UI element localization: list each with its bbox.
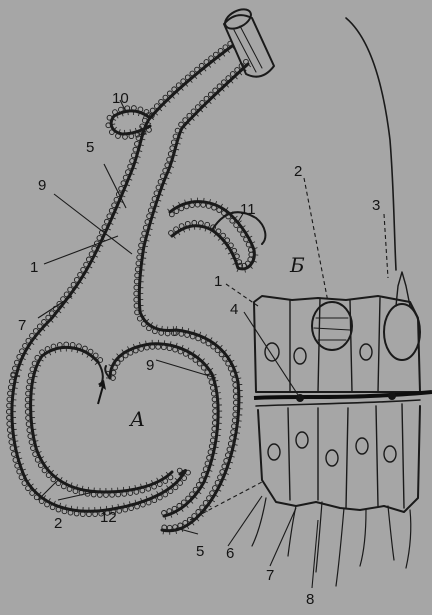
panel-a-letter: А — [128, 407, 145, 431]
label-b-3: 3 — [372, 197, 380, 214]
label-5-bottom: 5 — [196, 543, 204, 560]
label-11: 11 — [240, 201, 256, 218]
label-5-top: 5 — [86, 139, 94, 156]
panel-b-letter: Б — [289, 253, 305, 277]
label-b-1: 1 — [214, 273, 222, 290]
label-9-right: 9 — [146, 357, 154, 374]
label-1: 1 — [30, 259, 38, 276]
label-b-8: 8 — [306, 591, 314, 608]
label-10: 10 — [112, 90, 129, 107]
label-b-2: 2 — [294, 163, 302, 180]
label-2: 2 — [54, 515, 62, 532]
label-12: 12 — [100, 509, 117, 526]
label-b-6: 6 — [226, 545, 234, 562]
label-7: 7 — [18, 317, 26, 334]
label-b-4: 4 — [230, 301, 238, 318]
label-9-top: 9 — [38, 177, 46, 194]
label-b-7: 7 — [266, 567, 274, 584]
